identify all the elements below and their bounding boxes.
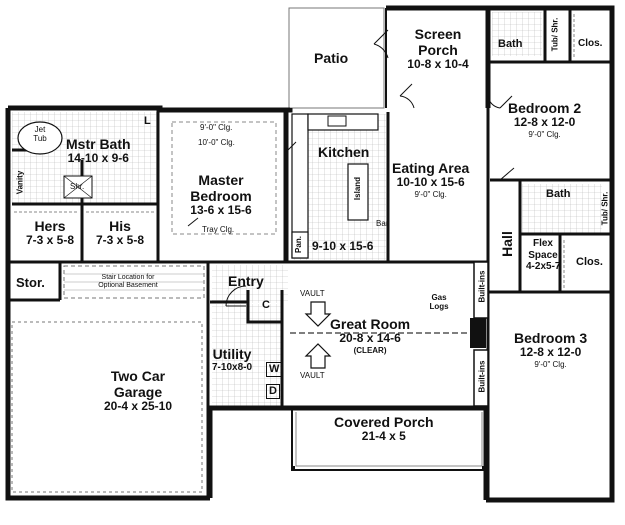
bar-label: Bar	[376, 219, 389, 228]
utility-dims: 7-10x8-0	[212, 362, 253, 374]
covered-porch-dims: 21-4 x 5	[361, 429, 406, 444]
island-label: Island	[353, 176, 363, 201]
patio-name: Patio	[314, 50, 349, 66]
door-swings	[187, 29, 515, 307]
kitchen-label: Kitchen	[318, 144, 369, 160]
patio-label: Patio	[314, 50, 348, 66]
utility-name: Utility	[212, 346, 252, 362]
eating-area-dims: 10-10 x 15-6	[396, 175, 465, 190]
storage-name: Stor.	[16, 275, 45, 290]
garage-label: Two Car Garage 20-4 x 25-10	[98, 368, 178, 414]
eating-area-name: Eating Area	[392, 160, 470, 176]
great-room-dims: 20-8 x 14-6	[339, 331, 401, 346]
tray-ceiling	[171, 121, 277, 235]
fireplace	[470, 318, 486, 348]
porch-columns	[291, 466, 486, 470]
coat-closet-tag: C	[262, 299, 270, 311]
builtins-top-label: Built-ins	[477, 270, 487, 303]
builtins-top-box	[473, 261, 489, 319]
vault-top: VAULT	[300, 289, 325, 298]
hall-label: Hall	[498, 231, 515, 257]
bedroom2-dims: 12-8 x 12-0	[513, 115, 576, 130]
screen-porch-name: Screen Porch	[414, 26, 462, 59]
bedroom3-name: Bedroom 3	[514, 330, 588, 346]
gas-logs-label: Gas Logs	[429, 293, 449, 311]
bedroom3-label: Bedroom 3 12-8 x 12-0 9'-0" Clg.	[514, 330, 587, 369]
entry-tile	[212, 265, 288, 303]
flex-label: Flex Space 4-2x5-7	[526, 238, 560, 273]
hers-dims: 7-3 x 5-8	[26, 233, 75, 248]
screen-porch-label: Screen Porch 10-8 x 10-4	[398, 26, 478, 72]
vault-bottom: VAULT	[300, 371, 325, 380]
mstr-bath-label: Mstr Bath 14-10 x 9-6	[66, 136, 131, 166]
jet-tub-label: Jet Tub	[33, 125, 47, 143]
dryer-tag: D	[266, 384, 280, 399]
flex-dims: 4-2x5-7	[526, 261, 561, 272]
entry-name: Entry	[228, 273, 264, 289]
master-bedroom-dims: 13-6 x 15-6	[190, 203, 252, 218]
his-dims: 7-3 x 5-8	[96, 233, 145, 248]
utility-label: Utility 7-10x8-0	[212, 346, 252, 374]
vault-arrows	[304, 301, 332, 369]
his-name: His	[109, 218, 131, 234]
tray-ceiling-label: Tray Clg.	[202, 225, 235, 234]
great-room-label: Great Room 20-8 x 14-6 (CLEAR)	[330, 316, 410, 355]
bath-top-closet: Clos.	[578, 38, 603, 49]
master-bedroom-label: Master Bedroom 13-6 x 15-6	[188, 172, 254, 218]
bedroom3-ceiling: 9'-0" Clg.	[534, 359, 567, 369]
bedroom3-dims: 12-8 x 12-0	[519, 345, 582, 360]
interior-walls	[8, 8, 612, 500]
shower-x2	[63, 175, 93, 199]
master-ceiling1: 9'-0" Clg.	[200, 123, 233, 132]
builtins-bottom-label: Built-ins	[477, 360, 487, 393]
porch-lines	[291, 8, 487, 471]
garage-name: Two Car Garage	[110, 368, 166, 401]
bath-top-tub: Tub/ Shr.	[550, 17, 560, 52]
covered-porch-name: Covered Porch	[334, 414, 434, 430]
bedroom2-ceiling: 9'-0" Clg.	[528, 129, 561, 139]
sink	[327, 115, 347, 127]
bath-top-tile	[492, 12, 542, 56]
his-label: His 7-3 x 5-8	[96, 218, 144, 248]
closet-mid-name: Clos.	[576, 256, 603, 268]
great-room-name: Great Room	[330, 316, 411, 332]
linen-tag: L	[144, 115, 151, 127]
hers-name: Hers	[34, 218, 66, 234]
eating-area-ceiling: 9'-0" Clg.	[414, 189, 447, 199]
mstr-bath-name: Mstr Bath	[66, 136, 131, 152]
jet-tub	[17, 121, 63, 155]
bath-mid-name: Bath	[546, 188, 571, 200]
vanity-label: Vanity	[15, 170, 25, 195]
kitchen-name: Kitchen	[318, 144, 370, 160]
master-ceiling2: 10'-0" Clg.	[198, 138, 235, 147]
bath-mid-tile	[522, 184, 602, 234]
bath-mid-tub: Tub/ Shr.	[600, 191, 610, 226]
covered-porch-label: Covered Porch 21-4 x 5	[334, 414, 434, 444]
shower-label: Shr.	[70, 182, 85, 191]
kitchen-counters	[291, 113, 379, 259]
screen-porch-dims: 10-8 x 10-4	[407, 57, 469, 72]
kitchen-dims: 9-10 x 15-6	[312, 239, 374, 253]
builtins-bottom-box	[473, 349, 489, 407]
eating-area-label: Eating Area 10-10 x 15-6 9'-0" Clg.	[392, 160, 469, 199]
great-room-note: (CLEAR)	[353, 345, 387, 355]
washer-tag: W	[266, 362, 283, 377]
garage-dims: 20-4 x 25-10	[103, 399, 173, 414]
flex-name: Flex Space	[528, 238, 558, 261]
stair-treads	[64, 273, 204, 291]
master-bedroom-name: Master Bedroom	[190, 172, 252, 205]
bedroom2-label: Bedroom 2 12-8 x 12-0 9'-0" Clg.	[508, 100, 581, 139]
stair-note: Stair Location for Optional Basement	[98, 274, 158, 289]
mstr-bath-dims: 14-10 x 9-6	[67, 151, 129, 166]
hers-label: Hers 7-3 x 5-8	[26, 218, 74, 248]
patio-outline	[288, 7, 385, 109]
bath-top-name: Bath	[498, 38, 523, 50]
pantry-label: Pan.	[293, 236, 303, 253]
bedroom2-name: Bedroom 2	[508, 100, 582, 116]
closet-rods	[14, 14, 575, 288]
